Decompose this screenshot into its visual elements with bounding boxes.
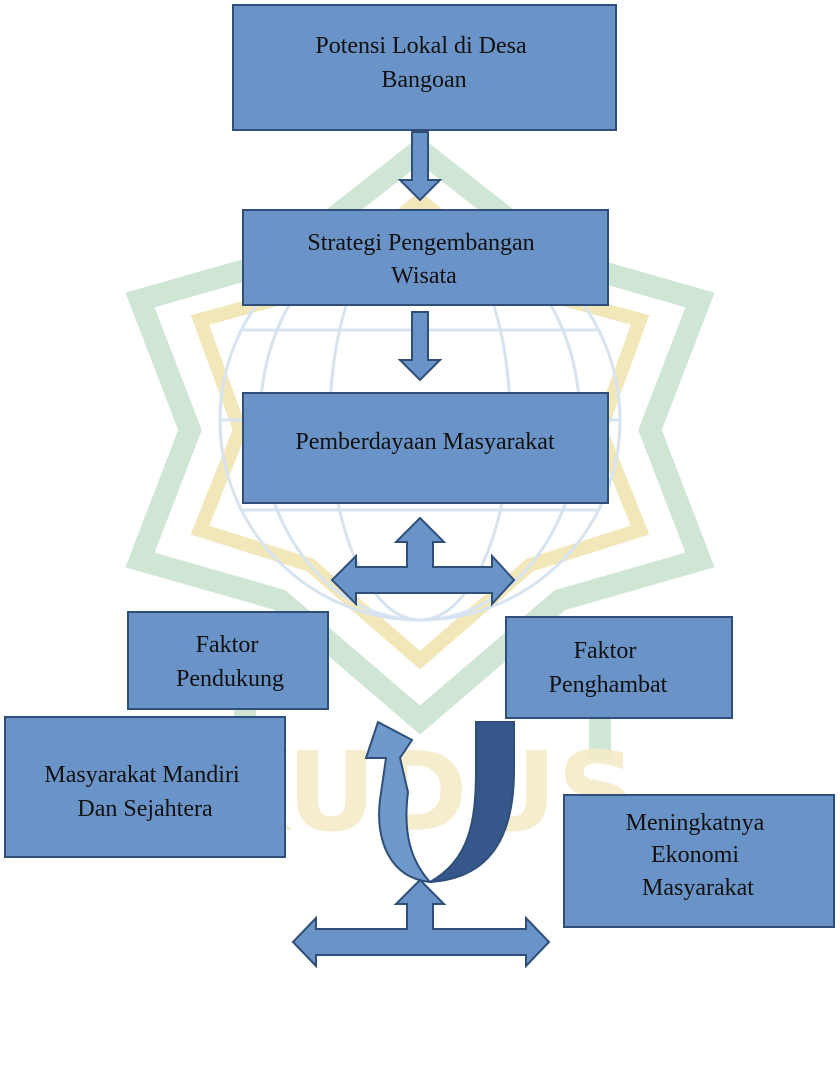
box-pendukung-line-2: Pendukung (176, 666, 284, 692)
three-way-arrow-top (330, 516, 516, 607)
svg-text:Strategi Pengembangan Wi: Strategi Pengembangan Wisata (307, 230, 540, 289)
box-pemberdayaan-line-1: Pemberdayaan Masyarakat (295, 429, 555, 455)
down-arrow-2 (397, 311, 443, 382)
box-potensi-line-2: Bangoan (381, 67, 466, 93)
box-ekonomi-line-1: Meningkatnya (626, 810, 765, 836)
box-ekonomi-line-2: Ekonomi (651, 842, 739, 868)
box-mandiri-line-1: Masyarakat Mandiri (44, 762, 240, 788)
box-ekonomi-line-3: Masyarakat (642, 875, 754, 901)
down-arrow-1 (397, 131, 443, 202)
box-penghambat-line-2: Penghambat (549, 672, 668, 698)
svg-text:Masyarakat Mandiri Dan S: Masyarakat Mandiri Dan Sejahtera (44, 762, 245, 822)
svg-text:Faktor Pendukung: Faktor Pendukung (176, 632, 284, 692)
box-pemberdayaan: Pemberdayaan Masyarakat (242, 392, 609, 504)
box-penghambat-line-1: Faktor (574, 638, 637, 664)
box-potensi-lokal: Potensi Lokal di Desa Bangoan (232, 4, 617, 131)
box-strategi-line-1: Strategi Pengembangan (307, 230, 534, 256)
box-potensi-line-1: Potensi Lokal di Desa (315, 33, 527, 59)
three-way-arrow-bottom (291, 878, 551, 969)
svg-text:Potensi Lokal di Desa Ba: Potensi Lokal di Desa Bangoan (315, 33, 532, 93)
box-faktor-pendukung: Faktor Pendukung (127, 611, 329, 710)
box-strategi-pengembangan: Strategi Pengembangan Wisata (242, 209, 609, 306)
svg-text:Meningkatnya Ekonomi: Meningkatnya Ekonomi Masyarakat (626, 810, 771, 901)
svg-text:Faktor Penghambat: Faktor Penghambat (549, 638, 668, 698)
box-strategi-line-2: Wisata (391, 263, 457, 289)
box-mandiri-line-2: Dan Sejahtera (77, 796, 213, 822)
u-turn-arrow (364, 720, 515, 884)
svg-text:Pemberdayaan Masyarakat: Pemberdayaan Masyarakat (295, 429, 555, 455)
box-pendukung-line-1: Faktor (196, 632, 259, 658)
box-faktor-penghambat: Faktor Penghambat (505, 616, 733, 719)
box-meningkatnya-ekonomi: Meningkatnya Ekonomi Masyarakat (563, 794, 835, 928)
box-masyarakat-mandiri: Masyarakat Mandiri Dan Sejahtera (4, 716, 286, 858)
